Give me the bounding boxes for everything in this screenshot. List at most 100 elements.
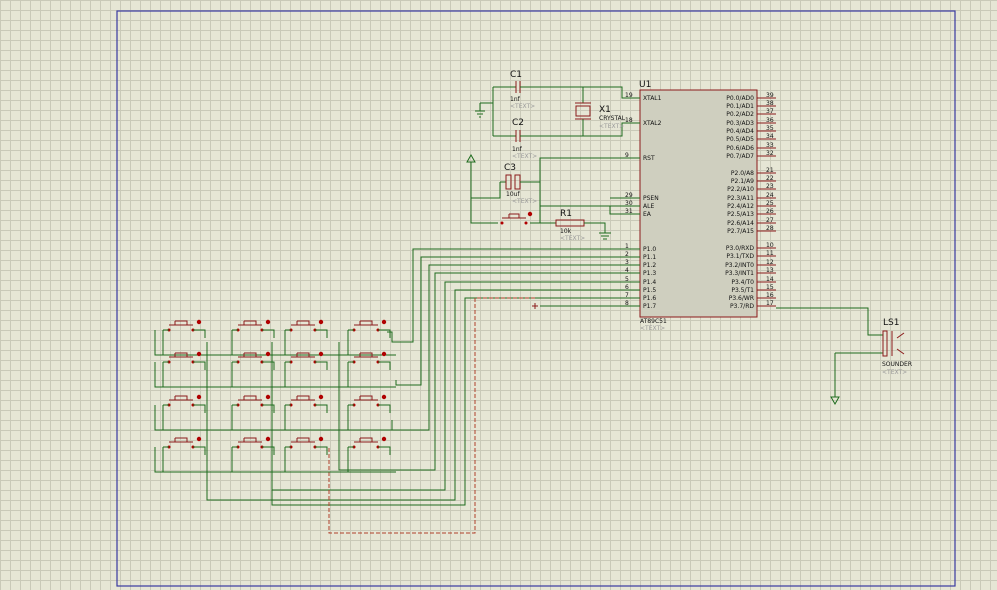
u1-pin-number: 4 (625, 267, 629, 274)
u1-pin-number: 1 (625, 243, 629, 250)
u1-pin-name: P1.4 (643, 279, 656, 286)
c3-value: 10uf (506, 191, 520, 198)
u1-pin-name: P2.2/A10 (727, 186, 754, 193)
x1-ref: X1 (599, 105, 611, 115)
r1-value: 10k (560, 228, 572, 235)
u1-pin-name: P3.1/TXD (726, 253, 754, 260)
u1-pin-name: ALE (643, 203, 654, 210)
c1-capacitor[interactable]: C1 1nf <TEXT> (510, 70, 535, 110)
u1-pin-number: 30 (625, 200, 633, 207)
u1-pin-number: 26 (766, 208, 774, 215)
u1-pin-name: P2.3/A11 (727, 195, 754, 202)
keypad-4x4[interactable] (154, 319, 396, 505)
u1-pin-name: P0.7/AD7 (726, 153, 754, 160)
ls1-text: <TEXT> (882, 369, 907, 376)
u1-pin-number: 5 (625, 276, 629, 283)
u1-pin-name: XTAL2 (643, 120, 662, 127)
u1-pin-number: 2 (625, 251, 629, 258)
u1-pin-number: 24 (766, 192, 774, 199)
u1-pin-name: P2.4/A12 (727, 203, 754, 210)
keypad-button[interactable] (167, 351, 202, 364)
c2-capacitor[interactable]: C2 1nf <TEXT> (512, 118, 537, 160)
keypad-button[interactable] (289, 351, 324, 364)
u1-pin-name: P1.2 (643, 262, 656, 269)
u1-pin-name: RST (643, 155, 655, 162)
c3-ref: C3 (504, 163, 516, 173)
u1-pin-number: 6 (625, 284, 629, 291)
u1-pin-number: 11 (766, 250, 774, 257)
u1-pin-name: P0.1/AD1 (726, 103, 754, 110)
x1-value: CRYSTAL (599, 115, 626, 122)
u1-pin-name: P0.5/AD5 (726, 136, 754, 143)
sheet-border (116, 10, 956, 587)
u1-pin-name: P2.7/A15 (727, 228, 754, 235)
u1-pin-number: 36 (766, 117, 774, 124)
u1-pin-number: 31 (625, 208, 633, 215)
keypad-button[interactable] (352, 394, 387, 407)
x1-crystal[interactable]: X1 CRYSTAL <TEXT> (599, 105, 626, 130)
c2-text: <TEXT> (512, 153, 537, 160)
r1-ref: R1 (560, 209, 572, 219)
u1-pin-number: 14 (766, 276, 774, 283)
u1-pin-number: 39 (766, 92, 774, 99)
u1-pin-number: 25 (766, 200, 774, 207)
keypad-button[interactable] (289, 319, 324, 332)
c1-value: 1nf (510, 96, 521, 103)
u1-pin-number: 15 (766, 284, 774, 291)
u1-pin-number: 29 (625, 192, 633, 199)
u1-text-placeholder: <TEXT> (640, 325, 665, 332)
r1-resistor[interactable]: R1 10k <TEXT> (560, 209, 585, 242)
keypad-button[interactable] (289, 394, 324, 407)
u1-pin-name: XTAL1 (643, 95, 662, 102)
c1-text: <TEXT> (510, 103, 535, 110)
u1-pin-name: P1.7 (643, 303, 656, 310)
ls1-value: SOUNDER (882, 361, 912, 368)
u1-pin-number: 10 (766, 242, 774, 249)
u1-pin-name: P3.4/T0 (731, 279, 754, 286)
u1-pin-number: 12 (766, 259, 774, 266)
keypad-button[interactable] (289, 436, 324, 449)
selected-wire (328, 297, 640, 534)
u1-right-pins: 39P0.0/AD038P0.1/AD137P0.2/AD236P0.3/AD3… (725, 92, 776, 310)
u1-pin-number: 19 (625, 92, 633, 99)
u1-pin-number: 16 (766, 292, 774, 299)
u1-pin-name: P3.7/RD (730, 303, 754, 310)
keypad-button[interactable] (236, 319, 271, 332)
u1-pin-number: 7 (625, 292, 629, 299)
keypad-button[interactable] (167, 394, 202, 407)
u1-pin-name: P1.5 (643, 287, 656, 294)
u1-pin-name: P2.6/A14 (727, 220, 754, 227)
u1-pin-name: P3.5/T1 (731, 287, 754, 294)
u1-pin-number: 35 (766, 125, 774, 132)
u1-pin-name: P1.6 (643, 295, 656, 302)
u1-pin-name: P0.6/AD6 (726, 145, 754, 152)
c3-capacitor[interactable]: C3 10uf <TEXT> (504, 163, 537, 205)
u1-pin-name: P0.0/AD0 (726, 95, 754, 102)
u1-pin-number: 23 (766, 183, 774, 190)
u1-pin-name: P2.1/A9 (731, 178, 754, 185)
u1-ref: U1 (639, 80, 651, 90)
u1-pin-name: P3.0/RXD (726, 245, 754, 252)
u1-pin-number: 34 (766, 133, 774, 140)
u1-pin-number: 18 (625, 117, 633, 124)
reset-circuit (466, 153, 640, 240)
c3-text: <TEXT> (512, 198, 537, 205)
ls1-sounder[interactable]: LS1 SOUNDER <TEXT> (776, 307, 912, 406)
u1-pin-name: P0.2/AD2 (726, 111, 754, 118)
u1-pin-name: P1.1 (643, 254, 656, 261)
u1-pin-name: P0.4/AD4 (726, 128, 754, 135)
u1-pin-number: 13 (766, 267, 774, 274)
u1-pin-name: P2.5/A13 (727, 211, 754, 218)
u1-part-name: AT89C51 (640, 318, 667, 325)
u1-pin-name: P1.0 (643, 246, 656, 253)
u1-pin-number: 28 (766, 225, 774, 232)
u1-pin-number: 33 (766, 142, 774, 149)
u1-pin-name: P3.2/INT0 (725, 262, 754, 269)
u1-pin-name: PSEN (643, 195, 659, 202)
ls1-ref: LS1 (883, 318, 899, 328)
u1-pin-name: P1.3 (643, 270, 656, 277)
u1-pin-name: P3.3/INT1 (725, 270, 754, 277)
x1-text: <TEXT> (599, 123, 624, 130)
